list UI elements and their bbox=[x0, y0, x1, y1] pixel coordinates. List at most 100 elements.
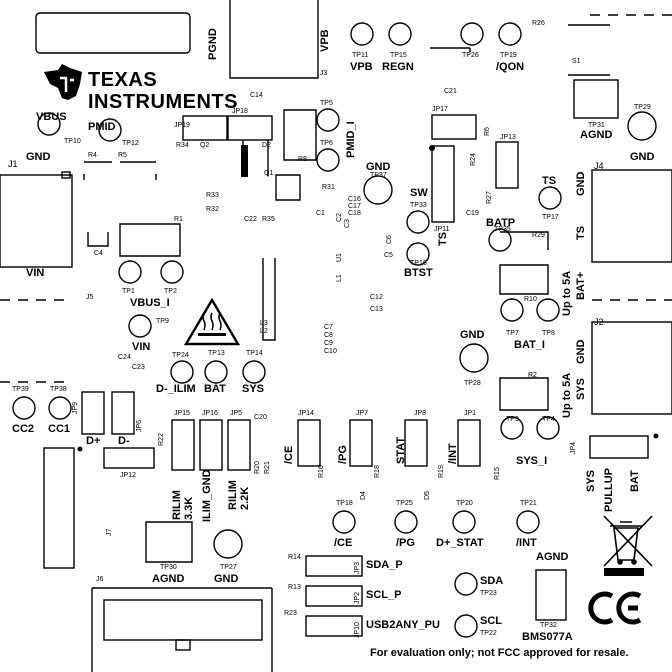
net-ce-1: /CE bbox=[283, 445, 295, 464]
tp4-label: TP4 bbox=[542, 416, 555, 423]
tp12-pad bbox=[98, 118, 122, 142]
net-pg-2: /PG bbox=[396, 537, 415, 549]
net-agnd-3: AGND bbox=[536, 551, 569, 563]
c2-label: C2 bbox=[336, 213, 343, 222]
tp5-label: TP5 bbox=[320, 100, 333, 107]
tp5-pad bbox=[316, 108, 340, 132]
c21-label: C21 bbox=[444, 88, 457, 95]
net-gnd-j2: GND bbox=[575, 339, 587, 364]
tp2-label: TP2 bbox=[164, 288, 177, 295]
tp15-label: TP15 bbox=[390, 52, 407, 59]
tp33-pad bbox=[406, 210, 430, 234]
l3-label: L3 bbox=[260, 320, 268, 327]
r2-label: R2 bbox=[528, 372, 537, 379]
tp8-label: TP8 bbox=[542, 330, 555, 337]
r10-label: R10 bbox=[524, 296, 537, 303]
c18-label: C18 bbox=[348, 210, 361, 217]
s1-label: S1 bbox=[572, 58, 581, 65]
jp11-label: JP11 bbox=[434, 226, 450, 233]
net-vin-1: VIN bbox=[26, 267, 45, 279]
c1-label: C1 bbox=[316, 210, 325, 217]
tp9-label: TP9 bbox=[156, 318, 169, 325]
net-sda: SDA bbox=[480, 575, 504, 587]
net-rilim-22k: RILIM 2.2K bbox=[227, 480, 251, 510]
j3-label: J3 bbox=[320, 70, 328, 77]
net-regn: REGN bbox=[382, 61, 414, 73]
tp35-label: TP35 bbox=[494, 226, 511, 233]
net-btst: BTST bbox=[404, 267, 433, 279]
c10-label: C10 bbox=[324, 348, 337, 355]
connector-j7 bbox=[43, 447, 75, 569]
net-vbus: VBUS bbox=[36, 111, 67, 123]
tp30-label: TP30 bbox=[160, 564, 177, 571]
net-up-to-5a-2: Up to 5A bbox=[561, 372, 573, 418]
tp16-pad bbox=[406, 242, 430, 266]
tp11-label: TP11 bbox=[352, 52, 369, 59]
tp33-label: TP33 bbox=[410, 202, 427, 209]
net-pgnd: PGND bbox=[207, 28, 219, 60]
net-sys-jp4: SYS bbox=[585, 469, 597, 492]
net-rilim-33k: RILIM 3.3K bbox=[171, 490, 195, 520]
net-vpb-2: VPB bbox=[350, 61, 373, 73]
r19-label: R19 bbox=[438, 465, 445, 478]
ce-mark-icon bbox=[588, 591, 642, 625]
brand-line1: TEXAS bbox=[88, 69, 158, 91]
net-stat: STAT bbox=[395, 436, 407, 464]
tp3-pad bbox=[500, 416, 524, 440]
tp1-label: TP1 bbox=[122, 288, 135, 295]
net-bat-jp4: BAT bbox=[629, 470, 641, 492]
c19-label: C19 bbox=[466, 210, 479, 217]
jp3-label: JP3 bbox=[354, 561, 361, 574]
net-ilim-gnd: ILIM_GND bbox=[201, 469, 213, 522]
net-agnd-1: AGND bbox=[580, 129, 613, 141]
net-ce-2: /CE bbox=[334, 537, 353, 549]
net-scl-p: SCL_P bbox=[366, 589, 402, 601]
d5-label: D5 bbox=[424, 491, 431, 500]
tp19-pad bbox=[498, 22, 522, 46]
r22-label: R22 bbox=[158, 433, 165, 446]
tp8-pad bbox=[536, 298, 560, 322]
tp18-label: TP18 bbox=[336, 500, 353, 507]
c24-label: C24 bbox=[118, 354, 131, 361]
tp22-label: TP22 bbox=[480, 630, 497, 637]
r23-label: R23 bbox=[284, 610, 297, 617]
tp29-pad bbox=[627, 111, 657, 141]
jp5-label: JP5 bbox=[230, 410, 243, 417]
tp3-label: TP3 bbox=[506, 416, 519, 423]
tp25-label: TP25 bbox=[396, 500, 413, 507]
r32-label: R32 bbox=[206, 206, 219, 213]
r27-label: R27 bbox=[486, 191, 493, 204]
d2-label: D2 bbox=[262, 142, 271, 149]
l1-label: L1 bbox=[336, 274, 343, 282]
c8-label: C8 bbox=[324, 332, 333, 339]
l2-label: L2 bbox=[260, 328, 268, 335]
net-vpb-1: VPB bbox=[319, 29, 331, 52]
net-gnd-3: GND bbox=[366, 161, 391, 173]
net-sda-p: SDA_P bbox=[366, 559, 403, 571]
j5-label: J5 bbox=[86, 294, 94, 301]
net-bat-plus: BAT+ bbox=[575, 271, 587, 300]
u1-label: U1 bbox=[336, 253, 343, 262]
c6-label: C6 bbox=[386, 235, 393, 244]
tp14-label: TP14 bbox=[246, 350, 263, 357]
c22-label: C22 bbox=[244, 216, 257, 223]
tp24-pad bbox=[170, 360, 194, 384]
net-gnd-5: GND bbox=[214, 573, 239, 585]
weee-bin-icon bbox=[603, 515, 653, 567]
net-vbus-i: VBUS_I bbox=[130, 297, 170, 309]
tp23-pad bbox=[454, 572, 478, 596]
net-pg-1: /PG bbox=[337, 445, 349, 464]
net-dplus: D+ bbox=[86, 435, 101, 447]
tp39-label: TP39 bbox=[12, 386, 29, 393]
net-pullup: PULLUP bbox=[603, 468, 615, 512]
tp17-pad bbox=[538, 186, 562, 210]
net-sys: SYS bbox=[242, 383, 265, 395]
connector-j2 bbox=[591, 321, 672, 415]
tp12-label: TP12 bbox=[122, 140, 139, 147]
jp17-label: JP17 bbox=[432, 106, 448, 113]
j7-label: J7 bbox=[106, 528, 113, 536]
label-area bbox=[35, 12, 191, 54]
jp4-label: JP4 bbox=[570, 441, 577, 454]
net-gnd-1: GND bbox=[26, 151, 51, 163]
